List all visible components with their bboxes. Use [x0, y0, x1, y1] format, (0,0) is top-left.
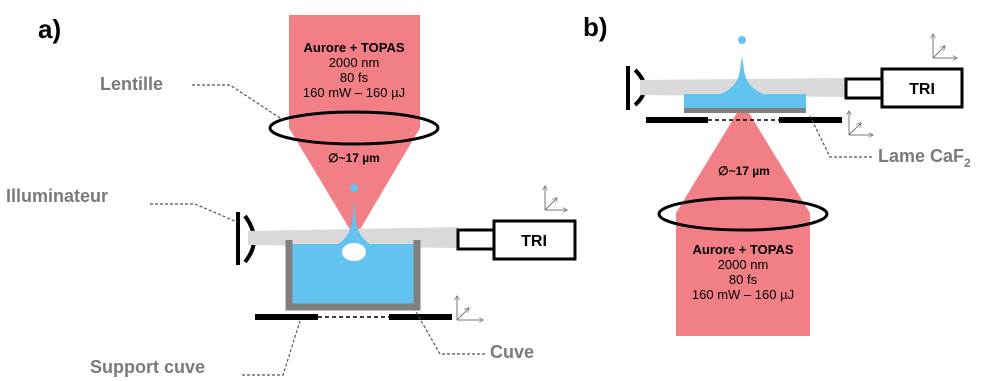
laser-power: 160 mW – 160 µJ: [303, 85, 405, 100]
camera-icon: TRI: [844, 67, 964, 109]
focal-spot-size: ∅~17 µm: [328, 151, 380, 165]
caf2-leader-line: [809, 115, 872, 158]
lens-icon: [657, 196, 829, 232]
laser-duration: 80 fs: [729, 272, 758, 287]
caf2-window-callout-base: Lame CaF: [878, 146, 964, 166]
laser-wavelength: 2000 nm: [329, 55, 380, 70]
xyz-stage-icon: [849, 111, 873, 135]
laser-beam: [676, 103, 810, 336]
panel-a-label: a): [38, 14, 61, 44]
laser-source: Aurore + TOPAS: [303, 40, 404, 55]
laser-parameters: Aurore + TOPAS 2000 nm 80 fs 160 mW – 16…: [303, 40, 405, 100]
laser-power: 160 mW – 160 µJ: [692, 287, 794, 302]
laser-duration: 80 fs: [340, 70, 369, 85]
lens-leader-line: [192, 84, 284, 121]
panel-b-label: b): [583, 12, 608, 42]
illuminator-leader-line: [150, 203, 238, 223]
xyz-stage-icon: [545, 186, 567, 210]
lens-callout: Lentille: [100, 74, 163, 94]
caf2-window-callout: Lame CaF2: [878, 146, 971, 170]
camera-label: TRI: [521, 233, 547, 250]
caf2-window-callout-subscript: 2: [964, 156, 971, 170]
cuvette-callout: Cuve: [490, 342, 534, 362]
camera-label: TRI: [909, 81, 935, 98]
panel-b: b) ∅~17 µm Aurore + TOPAS 2000 nm: [583, 12, 971, 336]
camera-icon: TRI: [456, 219, 577, 261]
cuvette-leader-line: [414, 309, 485, 355]
laser-parameters: Aurore + TOPAS 2000 nm 80 fs 160 mW – 16…: [692, 242, 794, 302]
laser-wavelength: 2000 nm: [718, 257, 769, 272]
focal-spot-size: ∅~17 µm: [718, 164, 770, 178]
illuminator-callout: Illuminateur: [6, 186, 108, 206]
panel-a: a) Aurore + TOPAS 2000 nm 80 fs 160 mW –…: [6, 14, 577, 377]
caf2-window: [684, 108, 806, 113]
liquid-jet: [338, 184, 370, 261]
xyz-stage-icon: [457, 296, 483, 320]
holder-callout: Support cuve: [90, 357, 205, 377]
xyz-stage-icon: [933, 34, 957, 58]
liquid-film: [684, 36, 806, 108]
lens-icon: [268, 110, 440, 146]
laser-beam: [289, 15, 420, 238]
laser-source: Aurore + TOPAS: [692, 242, 793, 257]
holder-leader-line: [242, 320, 301, 376]
